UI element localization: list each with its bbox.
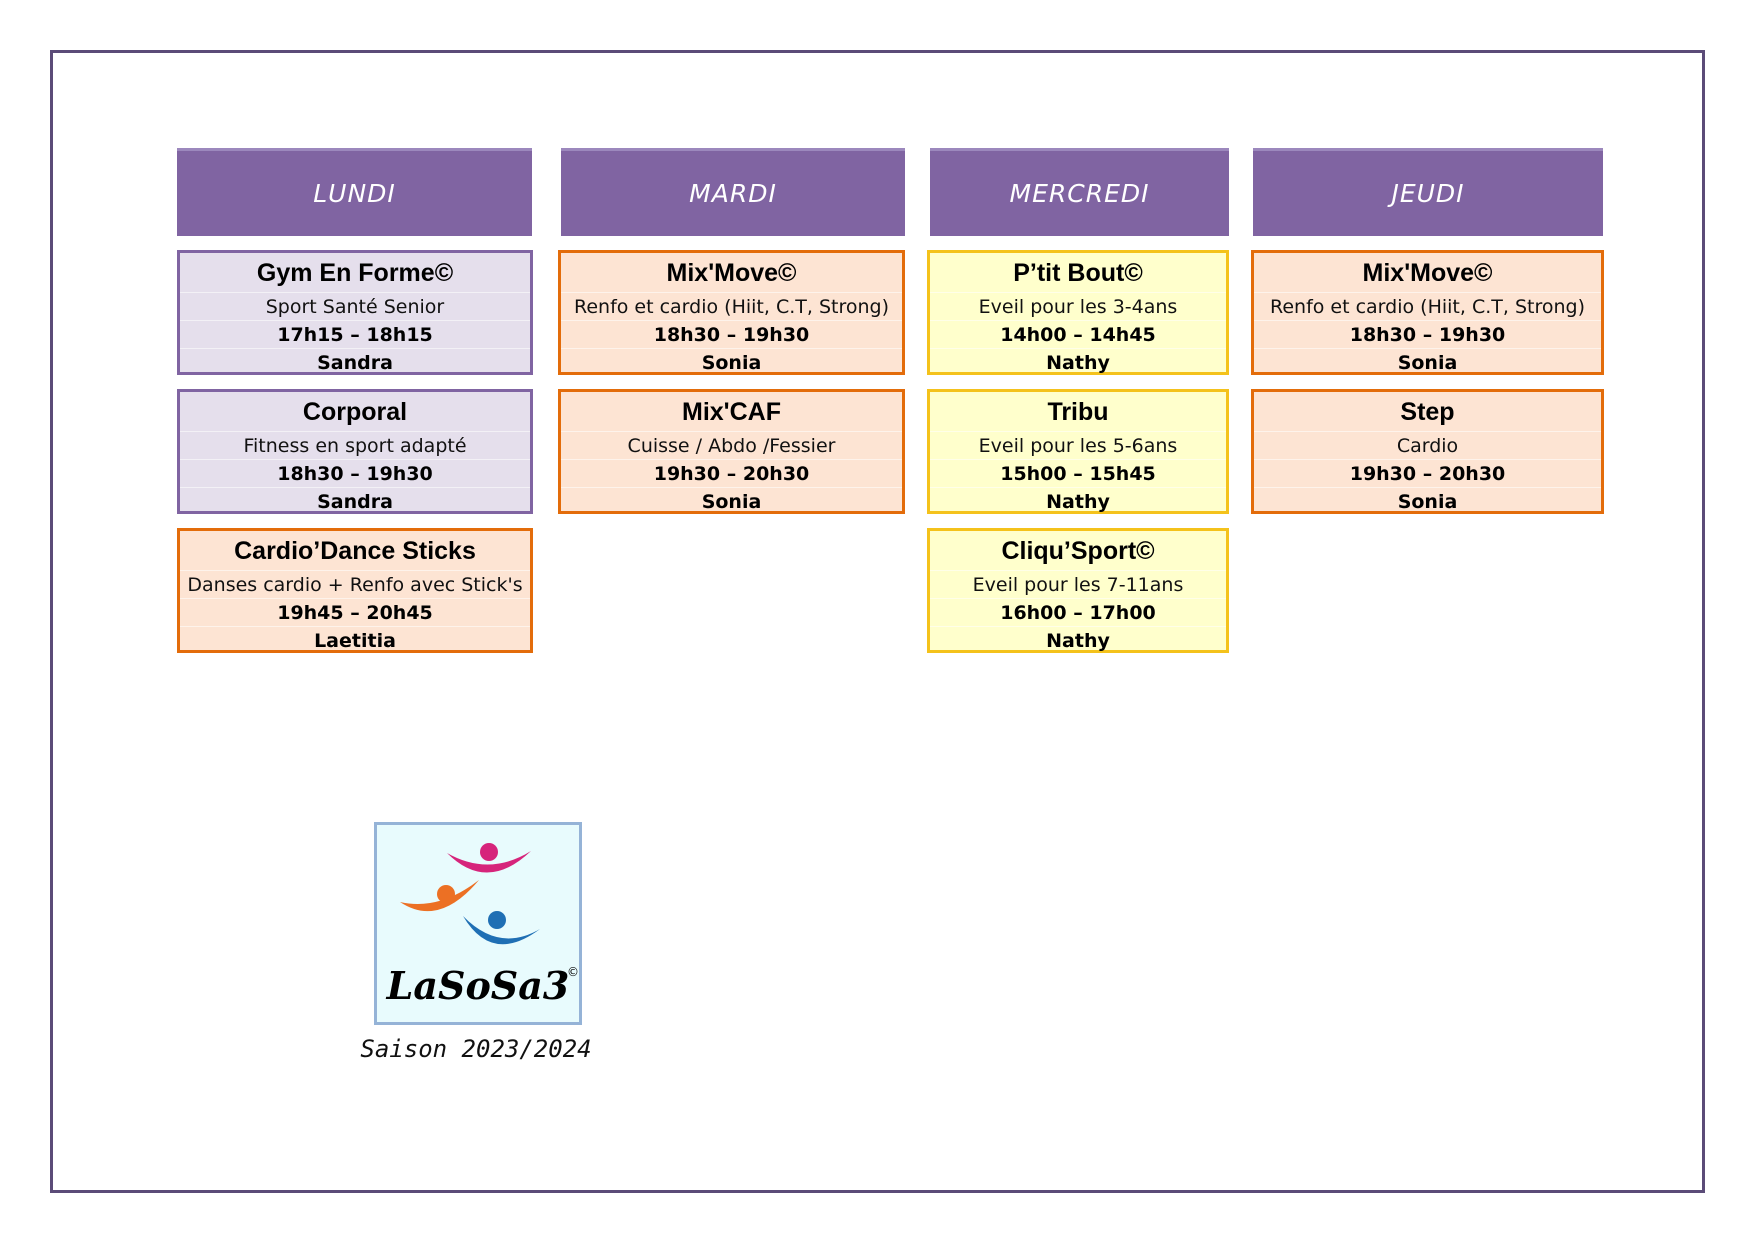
page-frame	[50, 50, 1705, 1193]
day-header-mercredi: MERCREDI	[930, 148, 1229, 236]
class-description: Eveil pour les 7-11ans	[930, 570, 1226, 598]
class-coach: Nathy	[930, 348, 1226, 376]
day-header-lundi: LUNDI	[177, 148, 532, 236]
class-card-cardio-dance-sticks: Cardio’Dance Sticks Danses cardio + Renf…	[177, 528, 533, 653]
class-description: Eveil pour les 5-6ans	[930, 431, 1226, 459]
class-description: Cuisse / Abdo /Fessier	[561, 431, 902, 459]
class-description: Renfo et cardio (Hiit, C.T, Strong)	[561, 292, 902, 320]
class-card-gym-en-forme: Gym En Forme© Sport Santé Senior 17h15 –…	[177, 250, 533, 375]
class-card-step: Step Cardio 19h30 – 20h30 Sonia	[1251, 389, 1604, 514]
class-coach: Nathy	[930, 626, 1226, 654]
class-description: Sport Santé Senior	[180, 292, 530, 320]
class-card-cliqu-sport: Cliqu’Sport© Eveil pour les 7-11ans 16h0…	[927, 528, 1229, 653]
class-coach: Sandra	[180, 348, 530, 376]
class-coach: Sandra	[180, 487, 530, 515]
day-header-mardi: MARDI	[561, 148, 905, 236]
class-card-ptit-bout: P’tit Bout© Eveil pour les 3-4ans 14h00 …	[927, 250, 1229, 375]
class-title: Mix'Move©	[666, 259, 797, 287]
class-description: Renfo et cardio (Hiit, C.T, Strong)	[1254, 292, 1601, 320]
class-title: P’tit Bout©	[1013, 259, 1143, 287]
class-title: Cliqu’Sport©	[1001, 537, 1155, 565]
class-title: Cardio’Dance Sticks	[234, 537, 476, 565]
class-description: Fitness en sport adapté	[180, 431, 530, 459]
day-header-jeudi: JEUDI	[1253, 148, 1603, 236]
class-card-tribu: Tribu Eveil pour les 5-6ans 15h00 – 15h4…	[927, 389, 1229, 514]
class-title: Step	[1400, 398, 1455, 426]
class-coach: Sonia	[1254, 487, 1601, 515]
class-title: Tribu	[1047, 398, 1109, 426]
class-coach: Sonia	[561, 487, 902, 515]
class-time: 18h30 – 19h30	[1254, 320, 1601, 348]
class-time: 19h30 – 20h30	[1254, 459, 1601, 487]
class-description: Cardio	[1254, 431, 1601, 459]
class-coach: Nathy	[930, 487, 1226, 515]
class-time: 19h30 – 20h30	[561, 459, 902, 487]
class-title: Gym En Forme©	[256, 259, 454, 287]
class-card-mix-move-mardi: Mix'Move© Renfo et cardio (Hiit, C.T, St…	[558, 250, 905, 375]
class-title: Corporal	[302, 398, 408, 426]
class-title: Mix'Move©	[1362, 259, 1493, 287]
class-time: 18h30 – 19h30	[180, 459, 530, 487]
class-coach: Sonia	[1254, 348, 1601, 376]
class-time: 17h15 – 18h15	[180, 320, 530, 348]
lasosa3-logo: LaSoSa3 ©	[374, 822, 582, 1025]
class-card-corporal: Corporal Fitness en sport adapté 18h30 –…	[177, 389, 533, 514]
class-coach: Sonia	[561, 348, 902, 376]
logo-text: LaSoSa3	[386, 963, 570, 1008]
class-time: 14h00 – 14h45	[930, 320, 1226, 348]
class-description: Eveil pour les 3-4ans	[930, 292, 1226, 320]
class-description: Danses cardio + Renfo avec Stick's	[180, 570, 530, 598]
class-title: Mix'CAF	[682, 398, 781, 426]
class-coach: Laetitia	[180, 626, 530, 654]
copyright-mark: ©	[567, 965, 579, 979]
class-card-mix-move-jeudi: Mix'Move© Renfo et cardio (Hiit, C.T, St…	[1251, 250, 1604, 375]
class-time: 15h00 – 15h45	[930, 459, 1226, 487]
class-time: 18h30 – 19h30	[561, 320, 902, 348]
season-label: Saison 2023/2024	[360, 1035, 592, 1063]
class-card-mix-caf: Mix'CAF Cuisse / Abdo /Fessier 19h30 – 2…	[558, 389, 905, 514]
class-time: 19h45 – 20h45	[180, 598, 530, 626]
class-time: 16h00 – 17h00	[930, 598, 1226, 626]
dancers-logo-icon	[400, 843, 540, 945]
